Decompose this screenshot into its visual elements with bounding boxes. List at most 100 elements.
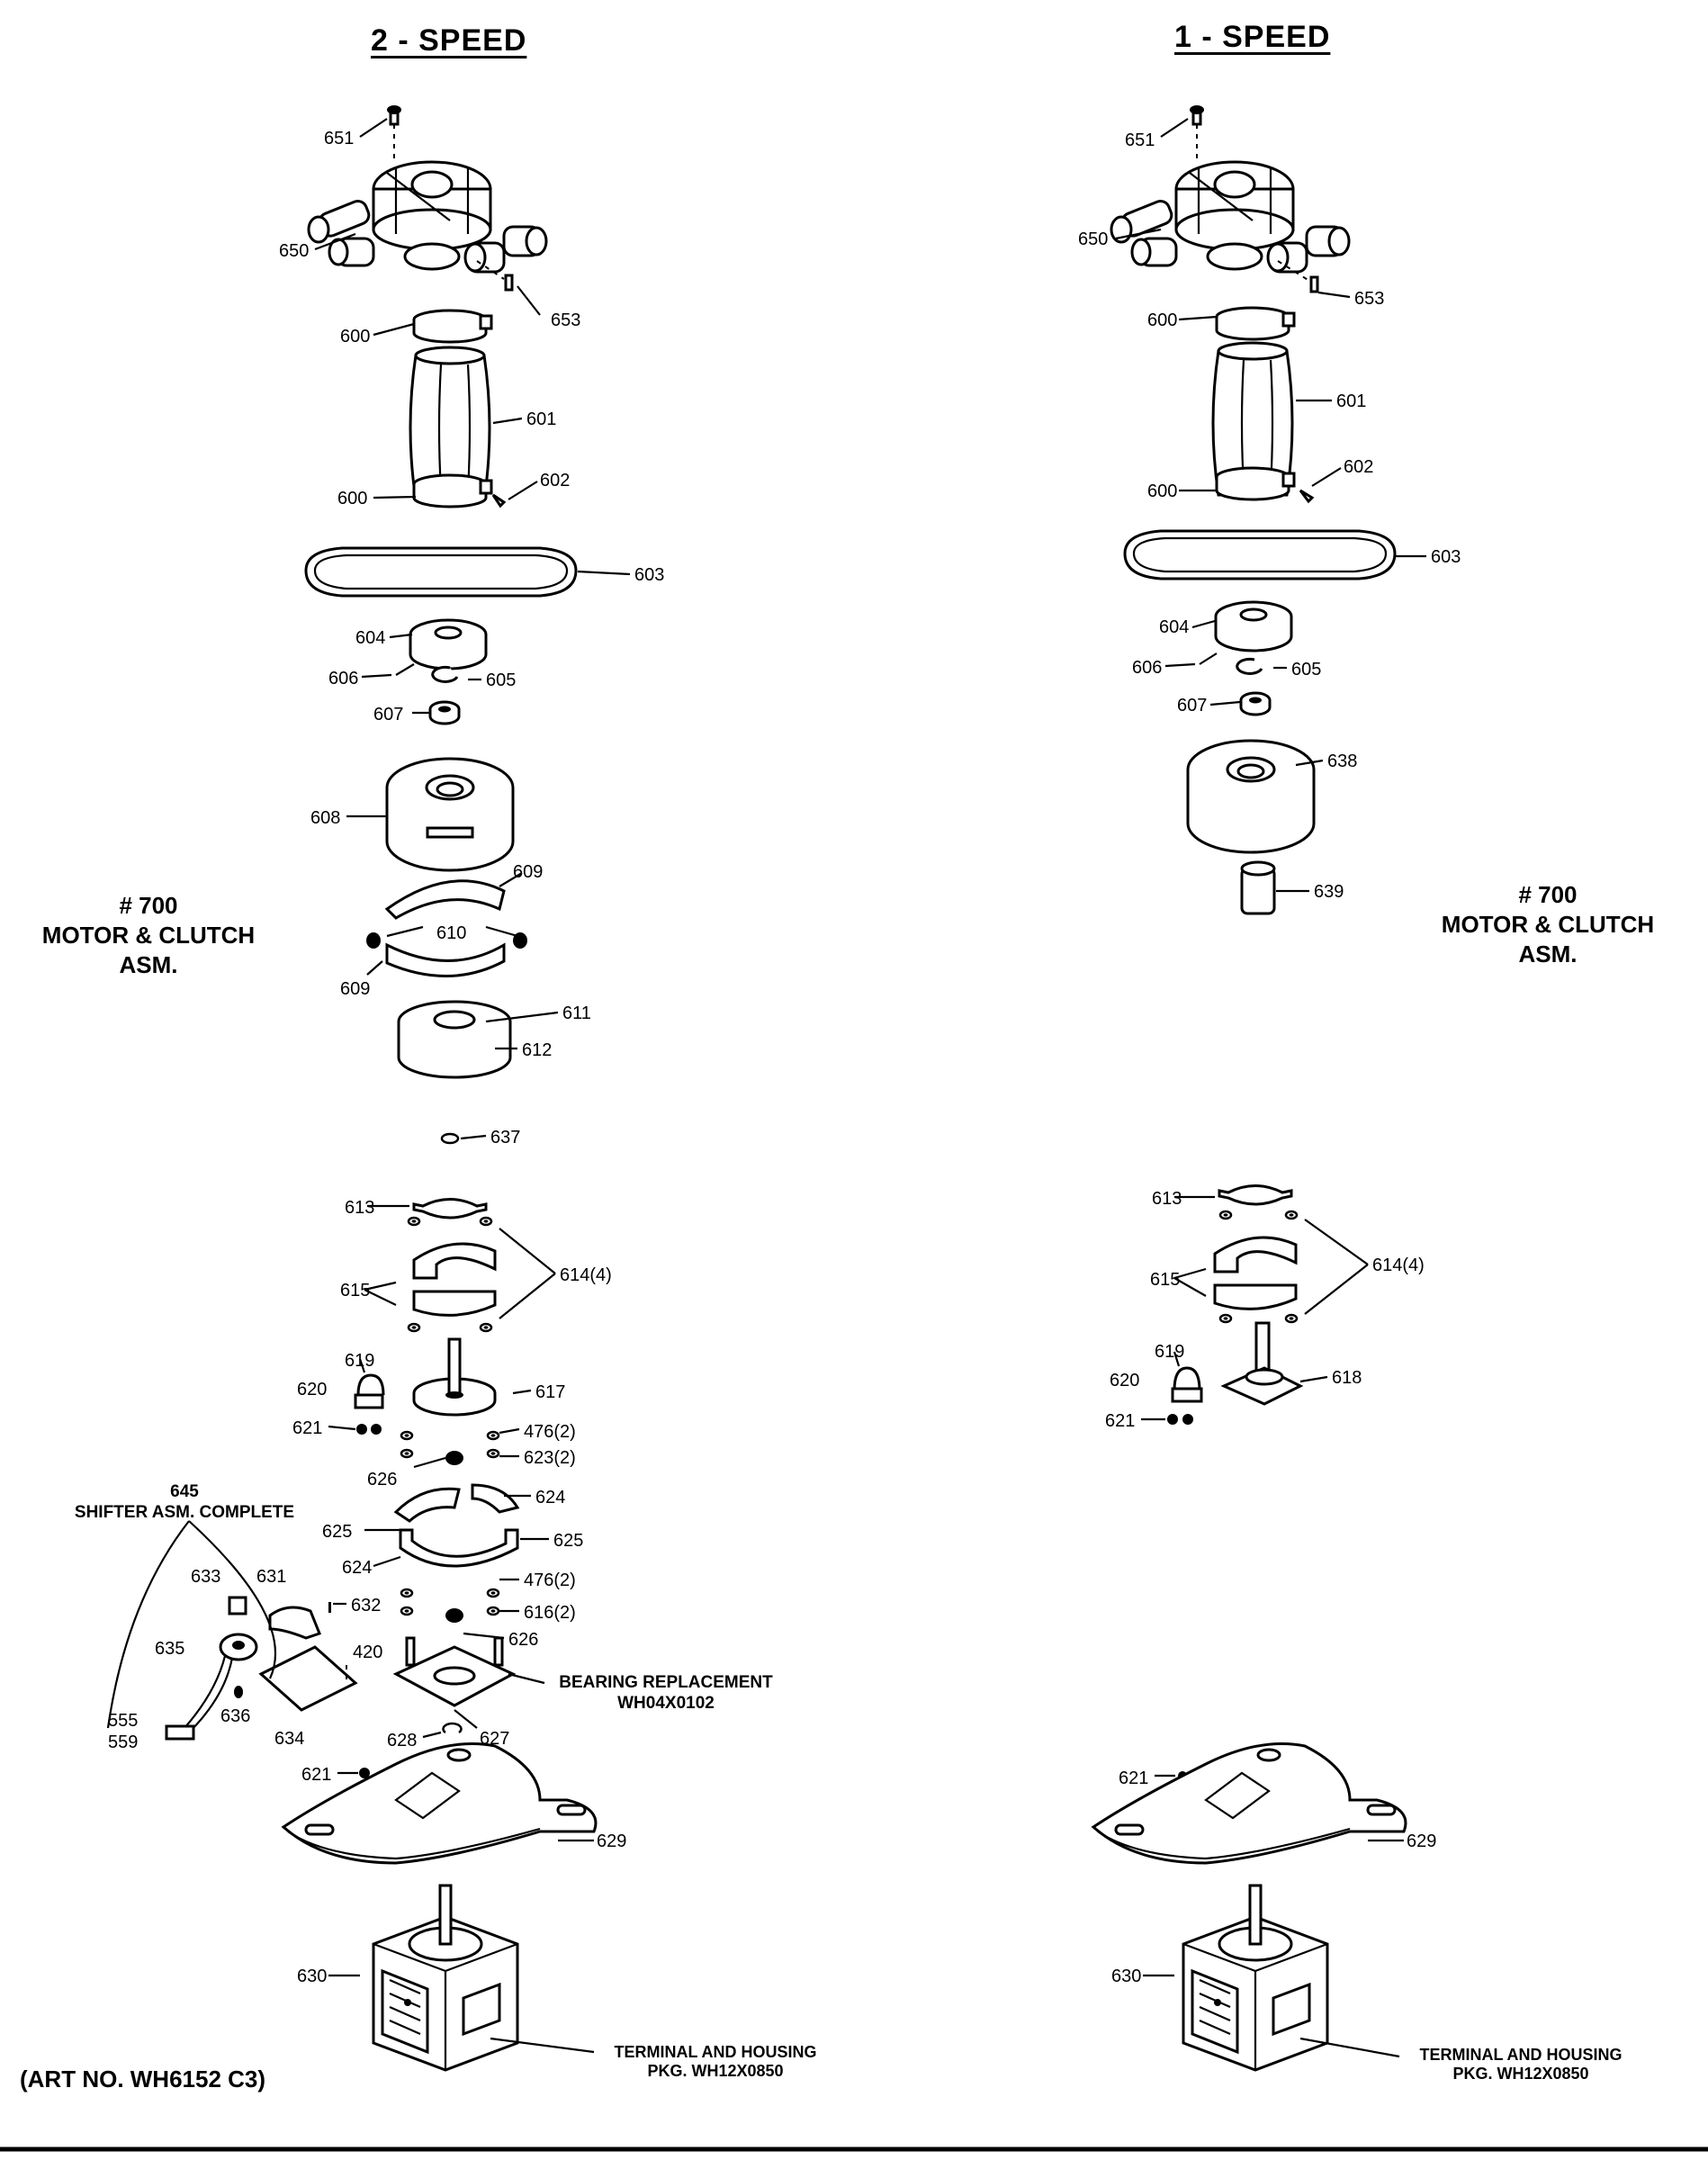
callout-633: 633 (191, 1567, 220, 1587)
callout-555: 555 (108, 1711, 138, 1731)
terminal-title: TERMINAL AND HOUSING (614, 2043, 817, 2061)
callout-636: 636 (220, 1706, 250, 1726)
assembly-suffix: ASM. (119, 951, 178, 978)
callout-600-lower: 600 (337, 489, 367, 508)
callout-626-upper: 626 (367, 1470, 397, 1490)
callout-638-r: 638 (1327, 752, 1357, 771)
right-assembly-parts (1092, 105, 1407, 2072)
callout-619: 619 (345, 1351, 374, 1371)
bearing-title: BEARING REPLACEMENT (559, 1673, 773, 1692)
callout-624-upper: 624 (535, 1488, 565, 1508)
callout-605: 605 (486, 670, 516, 690)
callout-620-r: 620 (1110, 1371, 1139, 1390)
callout-618-r: 618 (1332, 1368, 1362, 1388)
callout-653: 653 (551, 310, 580, 330)
callout-620: 620 (297, 1380, 327, 1400)
callout-607-r: 607 (1177, 696, 1207, 716)
callout-603: 603 (634, 565, 664, 585)
callout-603-r: 603 (1431, 547, 1461, 567)
callout-651-r: 651 (1125, 130, 1155, 150)
callout-613: 613 (345, 1198, 374, 1218)
callout-619-r: 619 (1155, 1342, 1184, 1362)
callout-613-r: 613 (1152, 1189, 1182, 1209)
terminal-label-left: TERMINAL AND HOUSING PKG. WH12X0850 (594, 2043, 837, 2081)
callout-420: 420 (353, 1642, 382, 1662)
callout-637: 637 (490, 1128, 520, 1148)
bearing-part: WH04X0102 (617, 1694, 715, 1713)
assembly-suffix: ASM. (1518, 940, 1578, 968)
callout-600-upper: 600 (340, 327, 370, 346)
callout-621-lower: 621 (301, 1765, 331, 1785)
shifter-title: SHIFTER ASM. COMPLETE (74, 1503, 295, 1522)
assembly-name: MOTOR & CLUTCH (1441, 911, 1655, 938)
right-leader-lines (1115, 118, 1426, 2058)
shifter-number: 645 (170, 1482, 199, 1501)
callout-626-lower: 626 (508, 1630, 538, 1650)
callout-476-lower: 476(2) (524, 1570, 576, 1590)
callout-623: 623(2) (524, 1448, 576, 1468)
assembly-number: # 700 (119, 892, 178, 919)
callout-631: 631 (256, 1567, 286, 1587)
callout-632: 632 (351, 1596, 381, 1616)
callout-612: 612 (522, 1040, 552, 1060)
callout-651: 651 (324, 129, 354, 148)
callout-625-right: 625 (553, 1531, 583, 1551)
callout-601-r: 601 (1336, 392, 1366, 411)
callout-609-upper: 609 (513, 862, 543, 882)
callout-635: 635 (155, 1639, 184, 1659)
callout-604: 604 (355, 628, 385, 648)
callout-639-r: 639 (1314, 882, 1344, 902)
callout-617: 617 (535, 1382, 565, 1402)
assembly-number: # 700 (1518, 881, 1578, 908)
terminal-part: PKG. WH12X0850 (1452, 2065, 1589, 2083)
left-callouts: 651 650 653 600 601 600 602 603 604 606 … (108, 129, 664, 1986)
assembly-label-left: # 700 MOTOR & CLUTCH ASM. (18, 891, 279, 980)
callout-624-lower: 624 (342, 1558, 372, 1578)
right-callouts: 651 650 653 600 601 600 602 603 604 606 … (1078, 130, 1461, 1986)
callout-607: 607 (373, 705, 403, 724)
callout-621-lower-r: 621 (1119, 1768, 1148, 1788)
callout-609-lower: 609 (340, 979, 370, 999)
callout-630-r: 630 (1111, 1966, 1141, 1986)
callout-601: 601 (526, 410, 556, 429)
terminal-label-right: TERMINAL AND HOUSING PKG. WH12X0850 (1399, 2046, 1642, 2084)
callout-628: 628 (387, 1731, 417, 1750)
callout-621-upper-r: 621 (1105, 1411, 1135, 1431)
callout-621-upper: 621 (292, 1418, 322, 1438)
callout-604-r: 604 (1159, 617, 1189, 637)
callout-634: 634 (274, 1729, 304, 1749)
callout-650-r: 650 (1078, 230, 1108, 249)
callout-606: 606 (328, 669, 358, 688)
callout-600-upper-r: 600 (1147, 310, 1177, 330)
terminal-title: TERMINAL AND HOUSING (1419, 2046, 1623, 2064)
callout-606-r: 606 (1132, 658, 1162, 678)
terminal-part: PKG. WH12X0850 (647, 2062, 784, 2080)
heading-1-speed: 1 - SPEED (1174, 20, 1331, 54)
callout-602: 602 (540, 471, 570, 490)
callout-650: 650 (279, 241, 309, 261)
assembly-label-right: # 700 MOTOR & CLUTCH ASM. (1413, 880, 1683, 969)
art-number: (ART NO. WH6152 C3) (20, 2066, 266, 2092)
left-leader-lines (314, 118, 631, 2054)
callout-608: 608 (310, 808, 340, 828)
callout-630: 630 (297, 1966, 327, 1986)
callout-625-left: 625 (322, 1522, 352, 1542)
callout-602-r: 602 (1344, 457, 1373, 477)
assembly-name: MOTOR & CLUTCH (41, 922, 256, 949)
shifter-label: 645 SHIFTER ASM. COMPLETE (49, 1481, 319, 1523)
callout-610: 610 (436, 923, 466, 943)
callout-616: 616(2) (524, 1603, 576, 1623)
callout-614-r: 614(4) (1372, 1256, 1425, 1275)
callout-629: 629 (597, 1832, 626, 1851)
left-assembly-parts (106, 105, 598, 2072)
heading-2-speed: 2 - SPEED (371, 23, 527, 58)
callout-627: 627 (480, 1729, 509, 1749)
callout-615: 615 (340, 1281, 370, 1300)
callout-559: 559 (108, 1732, 138, 1752)
callout-600-lower-r: 600 (1147, 482, 1177, 501)
callout-605-r: 605 (1291, 660, 1321, 680)
callout-614: 614(4) (560, 1265, 612, 1285)
callout-615-r: 615 (1150, 1270, 1180, 1290)
bearing-label: BEARING REPLACEMENT WH04X0102 (544, 1672, 787, 1714)
